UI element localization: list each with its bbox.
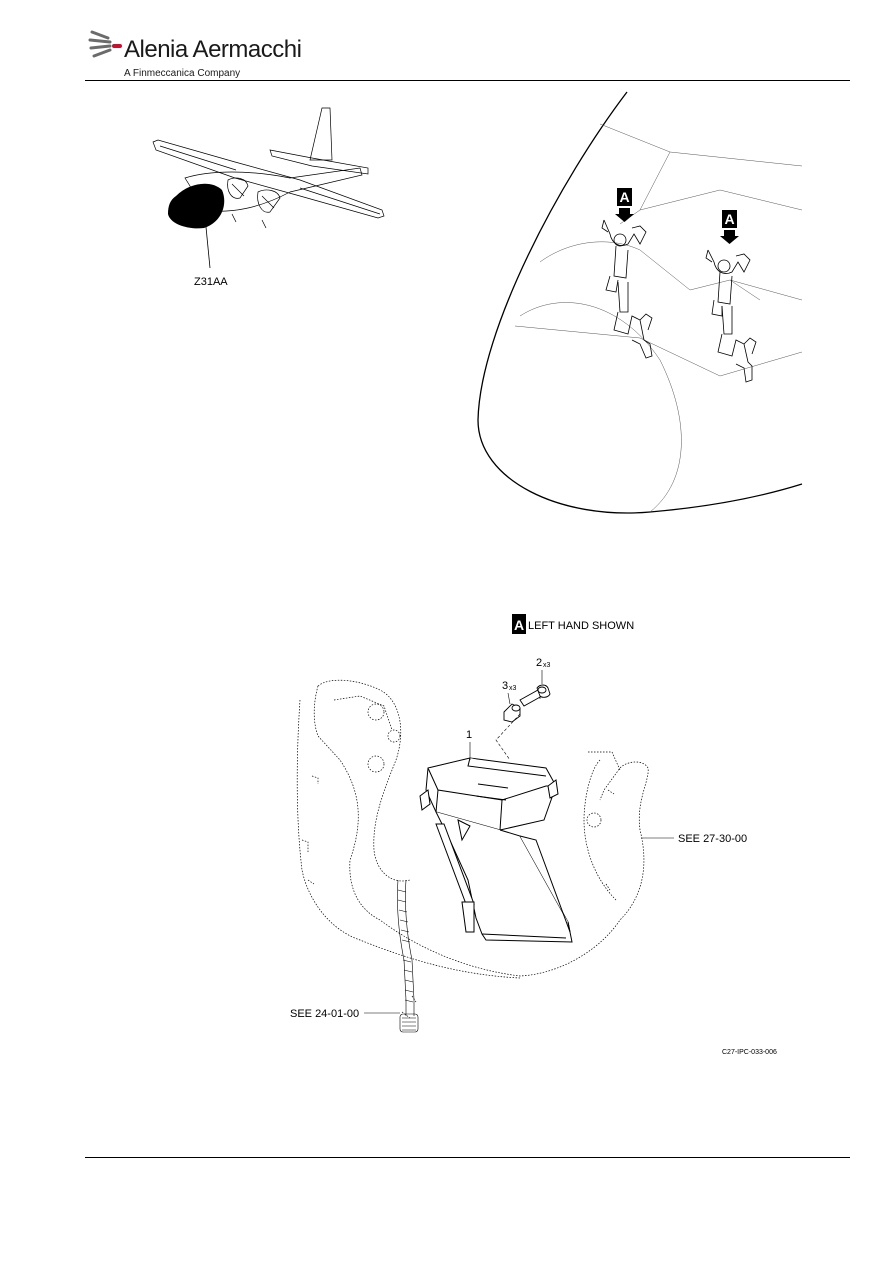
svg-text:A: A [724,211,734,227]
svg-text:A: A [619,189,629,205]
cockpit-illustration [477,91,803,514]
ref-right: SEE 27-30-00 [678,833,747,845]
company-subtitle: A Finmeccanica Company [124,68,241,79]
callout-item-1: 1 [466,729,472,741]
wire-harness [397,879,419,1033]
callouts: 1 2 x3 3 x3 SEE 27-30-00 SEE 24-01-00 [290,657,747,1020]
install-path-line [495,696,541,761]
svg-text:A: A [514,617,524,633]
zone-leader-line [205,226,211,269]
control-wheel-yoke [296,679,649,1019]
zone-highlight [168,183,225,229]
callout-item-2-qty: x3 [543,662,551,669]
aircraft-locator-illustration [152,107,385,229]
arrow-down-icon [720,230,739,244]
footer-rule [85,1157,850,1158]
view-caption-text: LEFT HAND SHOWN [528,620,634,632]
figure-code: C27-IPC-033-006 [722,1049,777,1056]
header-rule [85,80,850,81]
arrow-down-icon [615,208,634,222]
view-marker-left: A [615,188,634,222]
callout-item-3: 3 [502,680,508,692]
ref-bottom: SEE 24-01-00 [290,1008,359,1020]
company-name: Alenia Aermacchi [124,36,302,63]
logo-mark-icon [88,30,122,58]
item-1-checklist-unit [419,757,573,943]
view-marker-right: A [720,210,739,244]
item-3-spacer [503,703,521,723]
item-2-screw [519,684,551,707]
callout-item-3-qty: x3 [509,685,517,692]
callout-item-2: 2 [536,657,542,669]
view-caption: A LEFT HAND SHOWN [512,614,634,634]
zone-label: Z31AA [194,276,228,288]
company-logo: Alenia Aermacchi A Finmeccanica Company [88,22,302,80]
